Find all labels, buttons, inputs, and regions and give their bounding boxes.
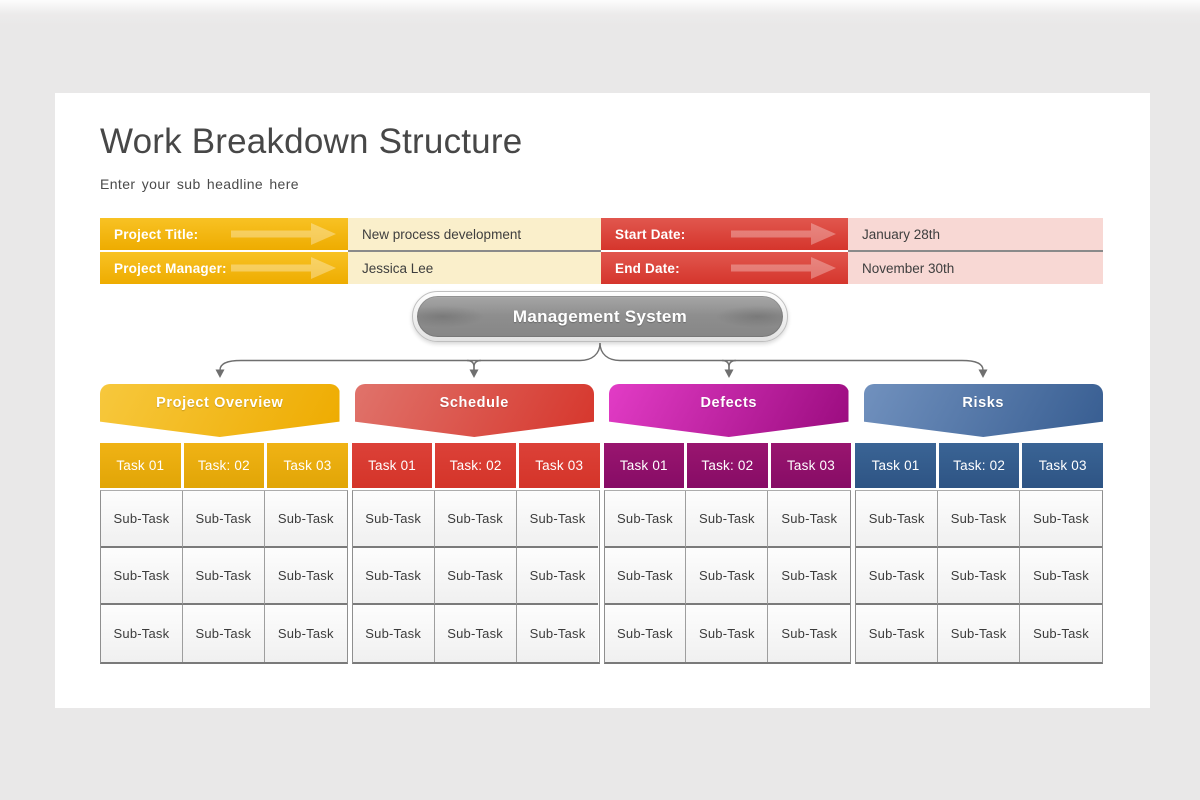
task-header-cell: Task: 02 <box>183 443 265 488</box>
project-info-bar: Project Title: New process development S… <box>100 218 1103 284</box>
subtask-cell: Sub-Task <box>1020 548 1102 605</box>
connector-lines <box>215 342 988 378</box>
subtask-cell: Sub-Task <box>434 491 517 548</box>
subtask-cell: Sub-Task <box>434 548 517 605</box>
task-header-cell: Task 01 <box>603 443 685 488</box>
start-date-label: Start Date: <box>615 226 686 242</box>
task-header-cell: Task 03 <box>267 443 348 488</box>
subtask-cell: Sub-Task <box>516 491 599 548</box>
start-date-label-bar: Start Date: <box>601 218 848 250</box>
subtask-cell: Sub-Task <box>516 548 599 605</box>
subtask-cell: Sub-Task <box>938 548 1021 605</box>
subtask-cell: Sub-Task <box>768 491 851 548</box>
task-header-cell: Task: 02 <box>435 443 516 488</box>
subtask-cell: Sub-Task <box>604 605 687 662</box>
task-header-cell: Task 01 <box>351 443 433 488</box>
task-header-cell: Task 01 <box>855 443 936 488</box>
task-header-cell: Task: 02 <box>938 443 1020 488</box>
subtask-cell: Sub-Task <box>101 605 183 662</box>
subtask-cell: Sub-Task <box>101 548 183 605</box>
subtask-cell: Sub-Task <box>264 491 347 548</box>
subtask-cell: Sub-Task <box>938 605 1021 662</box>
subtask-cell: Sub-Task <box>686 548 769 605</box>
subtask-cell: Sub-Task <box>352 548 435 605</box>
page-subtitle: Enter your sub headline here <box>100 176 299 192</box>
project-title-label-bar: Project Title: <box>100 218 348 250</box>
category-banners: Project Overview Schedule Defects Risks <box>100 384 1103 437</box>
subtask-cell: Sub-Task <box>182 605 265 662</box>
subtask-cell: Sub-Task <box>264 548 347 605</box>
root-node-face: Management System <box>417 296 783 337</box>
subtask-cell: Sub-Task <box>352 491 435 548</box>
subtask-cell: Sub-Task <box>516 605 599 662</box>
end-date-value: November 30th <box>848 252 1103 284</box>
subtask-cell: Sub-Task <box>182 548 265 605</box>
subtask-cell: Sub-Task <box>264 605 347 662</box>
end-date-label-bar: End Date: <box>601 252 848 284</box>
subtask-cell: Sub-Task <box>856 605 939 662</box>
arrow-right-icon <box>231 223 336 245</box>
category-banner-project-overview: Project Overview <box>100 384 340 437</box>
subtask-cell: Sub-Task <box>101 491 183 548</box>
end-date-label: End Date: <box>615 260 680 276</box>
category-banner-risks: Risks <box>863 384 1103 437</box>
subtask-cell: Sub-Task <box>1020 605 1102 662</box>
subtask-cell: Sub-Task <box>182 491 265 548</box>
subtask-cell: Sub-Task <box>768 605 851 662</box>
category-banner-defects: Defects <box>609 384 849 437</box>
task-header-cell: Task 03 <box>770 443 852 488</box>
category-banner-label: Risks <box>962 395 1005 411</box>
subtask-cell: Sub-Task <box>1020 491 1102 548</box>
subtask-cell: Sub-Task <box>604 491 687 548</box>
arrow-right-icon <box>731 223 836 245</box>
subtask-cell: Sub-Task <box>938 491 1021 548</box>
arrow-right-icon <box>231 257 336 279</box>
subtask-cell: Sub-Task <box>856 491 939 548</box>
root-node-label: Management System <box>512 306 688 326</box>
subtask-cell: Sub-Task <box>686 491 769 548</box>
subtask-cell: Sub-Task <box>686 605 769 662</box>
task-header-cell: Task: 02 <box>687 443 768 488</box>
subtask-cell: Sub-Task <box>768 548 851 605</box>
root-node: Management System <box>412 291 788 342</box>
start-date-value: January 28th <box>848 218 1103 250</box>
category-banner-schedule: Schedule <box>354 384 594 437</box>
arrow-right-icon <box>731 257 836 279</box>
task-header-cell: Task 03 <box>1022 443 1103 488</box>
category-banner-label: Schedule <box>439 395 509 411</box>
subtask-cell: Sub-Task <box>604 548 687 605</box>
subtask-cell: Sub-Task <box>352 605 435 662</box>
project-manager-label-bar: Project Manager: <box>100 252 348 284</box>
subtask-cell: Sub-Task <box>856 548 939 605</box>
task-header-cell: Task 01 <box>100 443 181 488</box>
project-manager-value: Jessica Lee <box>348 252 601 284</box>
project-title-label: Project Title: <box>114 226 199 242</box>
category-banner-label: Project Overview <box>156 395 284 411</box>
task-header-cell: Task 03 <box>518 443 600 488</box>
project-manager-label: Project Manager: <box>114 260 227 276</box>
subtask-cell: Sub-Task <box>434 605 517 662</box>
category-banner-label: Defects <box>700 395 758 411</box>
slide-card: Work Breakdown Structure Enter your sub … <box>55 93 1150 708</box>
project-title-value: New process development <box>348 218 601 250</box>
page-title: Work Breakdown Structure <box>100 122 523 161</box>
